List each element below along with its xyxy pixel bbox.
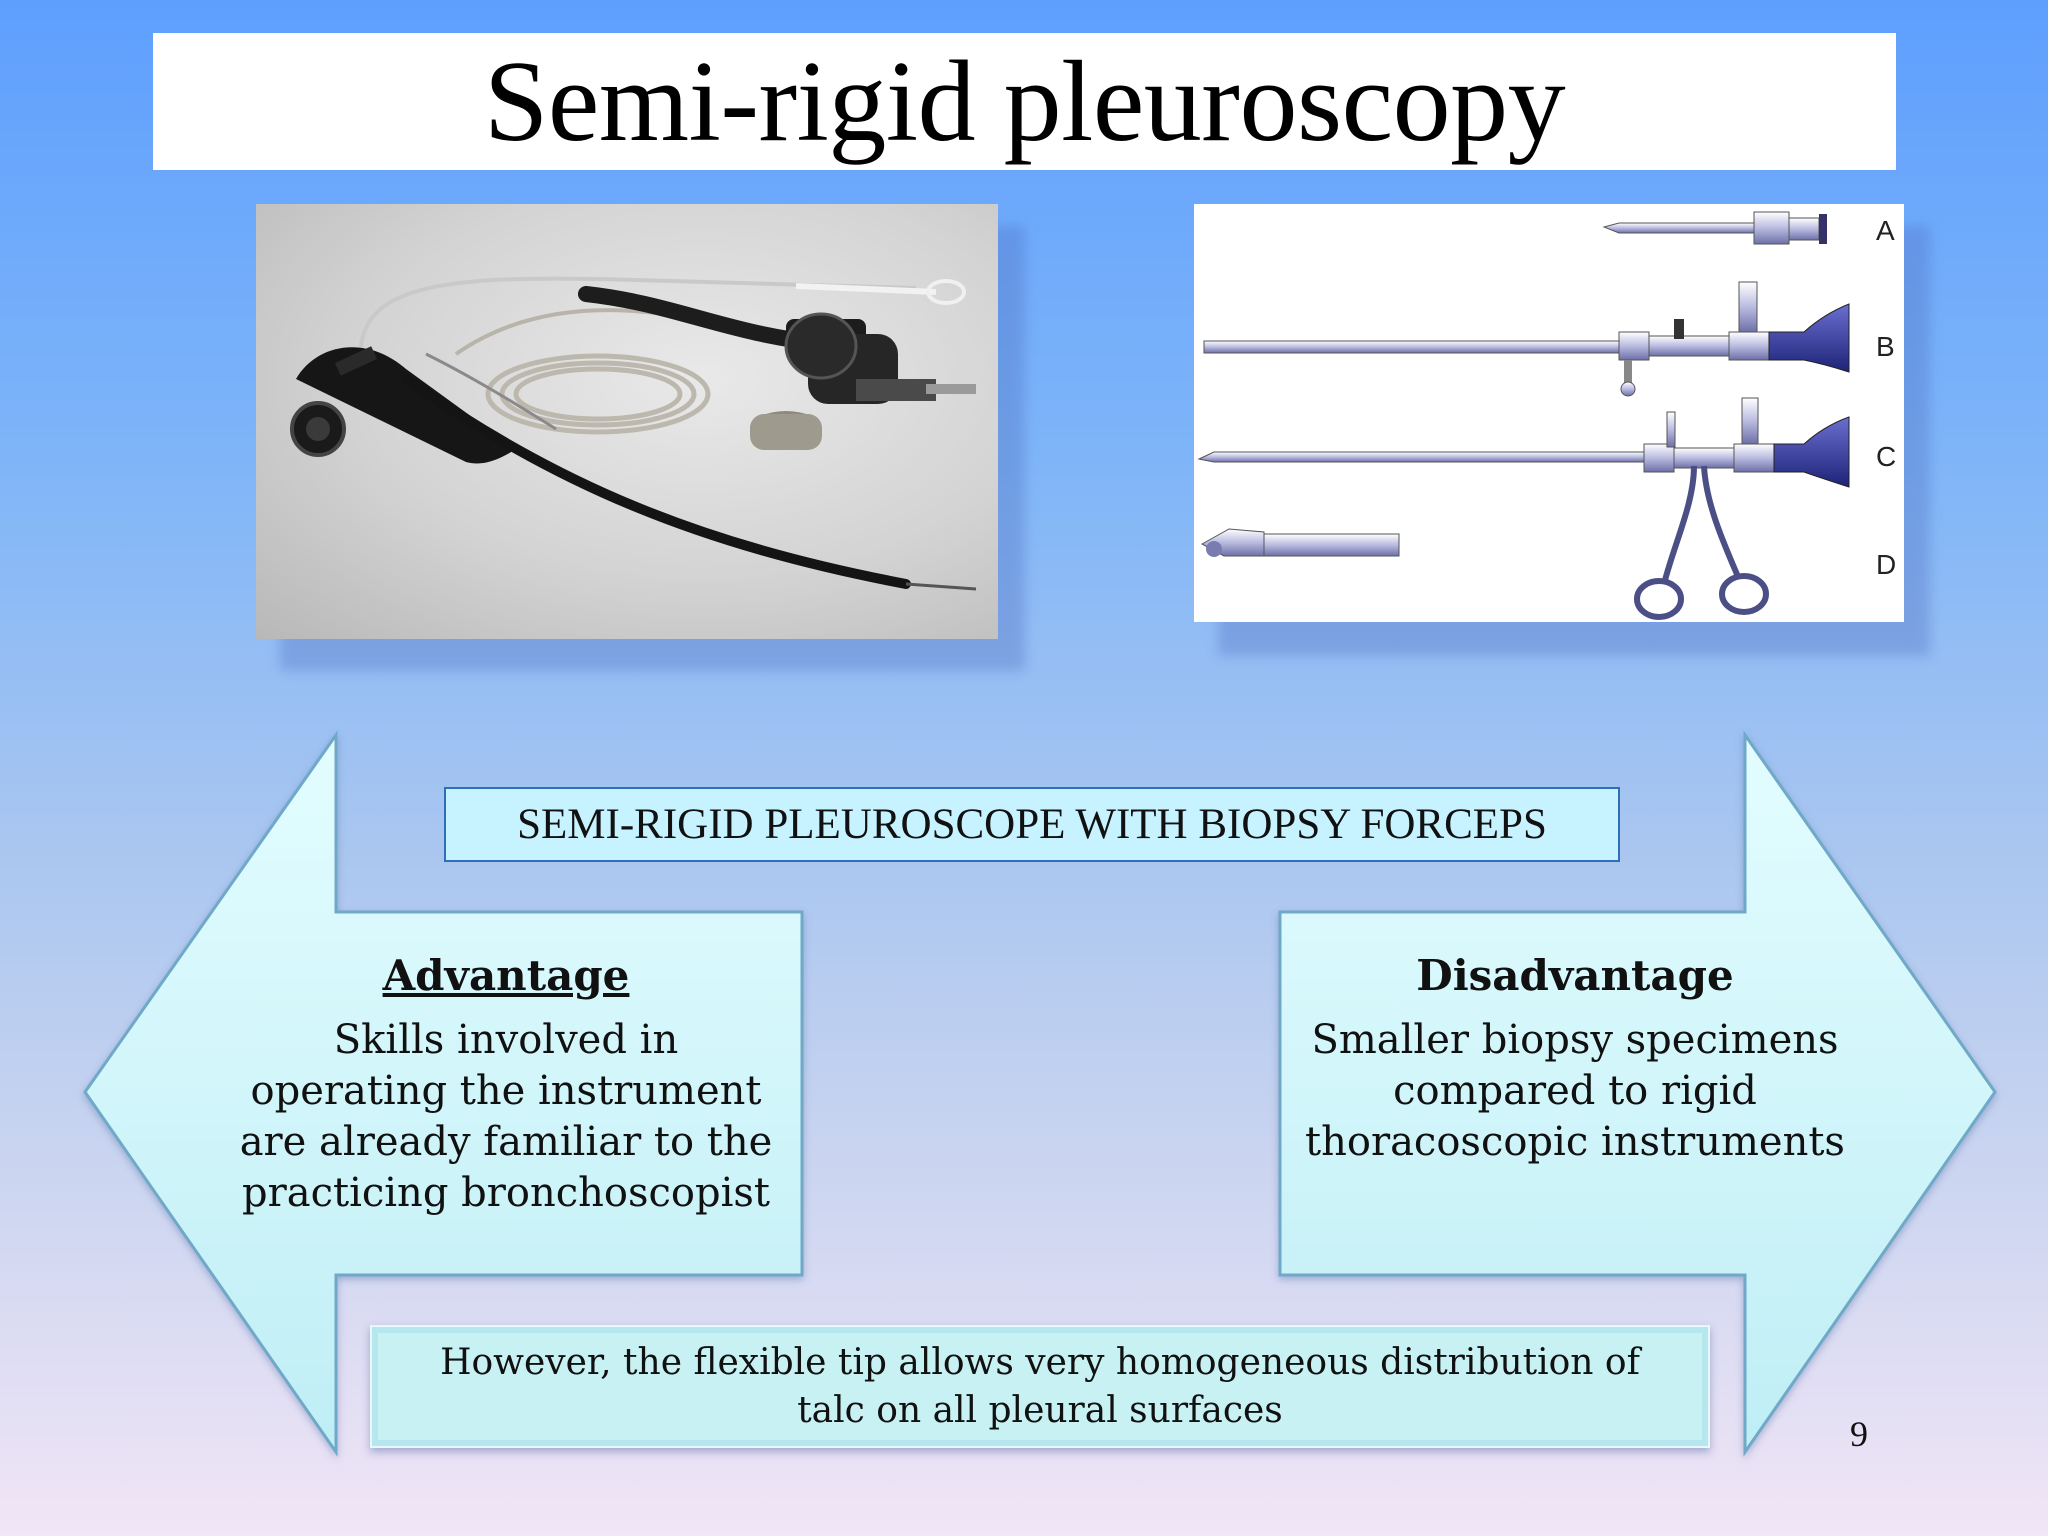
rigid-instruments-figure: A B C D xyxy=(1194,204,1904,622)
page-number: 9 xyxy=(1850,1414,1868,1454)
right-arrow xyxy=(1278,730,1997,1457)
disadvantage-text: Smaller biopsy specimens compared to rig… xyxy=(1305,1017,1845,1165)
instruments-illustration: A B C D xyxy=(1197,211,1896,620)
instrument-a xyxy=(1602,211,1827,245)
figure-label-d: D xyxy=(1876,549,1896,580)
footer-note-text: However, the flexible tip allows very ho… xyxy=(440,1341,1640,1431)
instrument-d xyxy=(1200,528,1400,557)
figure-label-a: A xyxy=(1876,215,1895,246)
instrument-c xyxy=(1197,397,1850,620)
advantage-heading: Advantage xyxy=(382,951,630,1000)
figure-caption: SEMI-RIGID PLEUROSCOPE WITH BIOPSY FORCE… xyxy=(444,787,1620,862)
advantage-block: Advantage Skills involved in operating t… xyxy=(230,950,782,1219)
slide-title: Semi-rigid pleuroscopy xyxy=(483,37,1566,166)
advantage-text: Skills involved in operating the instrum… xyxy=(239,1017,773,1216)
title-bar: Semi-rigid pleuroscopy xyxy=(153,33,1896,170)
disadvantage-block: Disadvantage Smaller biopsy specimens co… xyxy=(1300,950,1850,1168)
pleuroscope-illustration xyxy=(290,276,977,591)
pleuroscope-photo xyxy=(256,204,998,639)
instrument-b xyxy=(1203,281,1850,397)
left-arrow xyxy=(83,730,804,1457)
figure-label-b: B xyxy=(1876,331,1895,362)
figure-label-c: C xyxy=(1876,441,1896,472)
footer-note: However, the flexible tip allows very ho… xyxy=(370,1325,1710,1448)
disadvantage-heading: Disadvantage xyxy=(1416,951,1734,1000)
